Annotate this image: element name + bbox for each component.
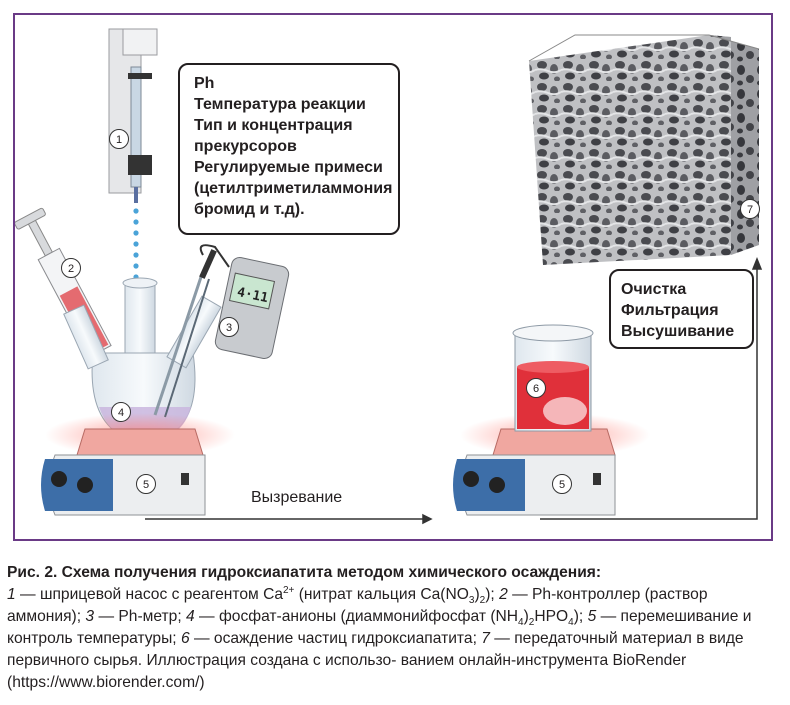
param-line: Ph [194, 75, 215, 92]
process-step: Фильтрация [621, 302, 719, 319]
marker-5-right: 5 [552, 474, 572, 494]
caption-title: Рис. 2. Схема получения гидроксиапатита … [7, 564, 602, 581]
syringe-pump [108, 28, 158, 203]
marker-4: 4 [111, 402, 131, 422]
marker-1: 1 [109, 129, 129, 149]
param-line: бромид и т.д). [194, 201, 305, 218]
caption-body: 1 — шприцевой насос с реагентом Ca2+ (ни… [7, 584, 752, 691]
process-step: Высушивание [621, 323, 735, 340]
param-line: Температура реакции [194, 96, 366, 113]
marker-2: 2 [61, 258, 81, 278]
param-line: Тип и концентрация [194, 117, 353, 134]
ripening-label: Вызревание [251, 489, 343, 506]
marker-7: 7 [740, 199, 760, 219]
process-arrow [145, 256, 763, 525]
marker-5-left: 5 [136, 474, 156, 494]
figure-caption: Рис. 2. Схема получения гидроксиапатита … [7, 562, 783, 694]
figure-frame: 4·11 [13, 13, 773, 541]
marker-6: 6 [526, 378, 546, 398]
param-line: (цетилтриметиламмония [194, 180, 393, 197]
parameters-box: Ph Температура реакции Тип и концентраци… [178, 63, 400, 235]
param-line: прекурсоров [194, 138, 297, 155]
hotplate-left [41, 413, 235, 516]
hotplate-right [453, 413, 650, 516]
marker-3: 3 [219, 317, 239, 337]
param-line: Регулируемые примеси [194, 159, 383, 176]
porous-block [528, 34, 760, 265]
processing-box: Очистка Фильтрация Высушивание [609, 269, 754, 349]
process-step: Очистка [621, 281, 687, 298]
meter-display: 4·11 [236, 285, 270, 306]
beaker [512, 324, 594, 432]
